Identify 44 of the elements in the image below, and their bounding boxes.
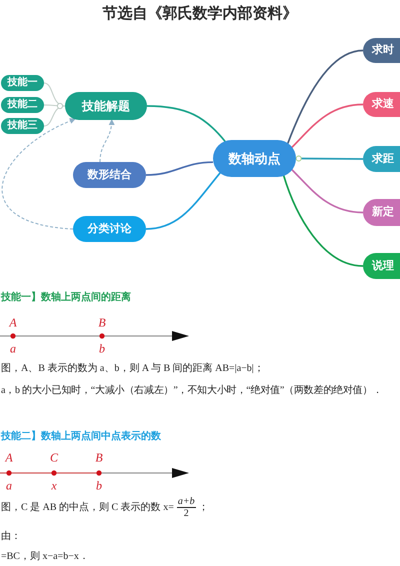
section-heading: 技能二】数轴上两点间中点表示的数 <box>1 431 161 443</box>
punctuation-mark: ； <box>198 502 209 514</box>
page-title: 节选自《郭氏数学内部资料》 <box>102 5 298 23</box>
topic-node: 数形结合 <box>73 162 146 188</box>
central-topic-node: 数轴动点 <box>213 140 296 177</box>
explanation-text: 图，A、B 表示的数为 a、b，则 A 与 B 间的距离 AB=|a−b|； <box>1 363 264 375</box>
point-label: B <box>95 452 103 464</box>
subtopic-node: 技能二 <box>1 97 44 113</box>
explanation-text: =BC，则 x−a=b−x． <box>1 551 89 563</box>
dashed-arrow <box>2 118 76 230</box>
topic-node: 技能解题 <box>65 92 147 120</box>
branch-line <box>282 174 364 267</box>
topic-node: 求时 <box>363 38 400 63</box>
coordinate-label: a <box>10 342 16 356</box>
explanation-text: 由： <box>1 531 21 543</box>
explanation-text: 图，C 是 AB 的中点，则 C 表示的数 x= <box>1 502 174 514</box>
branch-line <box>291 104 364 148</box>
point-label: B <box>98 316 106 330</box>
point-label: A <box>5 452 13 464</box>
branch-line <box>301 158 363 160</box>
branch-line <box>291 169 364 214</box>
topic-node: 新定 <box>363 199 400 226</box>
topic-node: 求距 <box>363 146 400 172</box>
branch-line <box>44 106 66 126</box>
fraction-numerator: a+b <box>176 496 196 508</box>
coordinate-label: b <box>99 342 105 356</box>
subtopic-node: 技能一 <box>1 75 44 91</box>
fraction-denominator: 2 <box>184 508 189 519</box>
branch-line <box>146 105 226 142</box>
point-label: A <box>9 316 17 330</box>
dashed-arrow <box>100 119 114 162</box>
topic-node: 说理 <box>363 253 400 279</box>
point-label: C <box>50 452 58 464</box>
section-heading: 技能一】数轴上两点间的距离 <box>1 292 131 304</box>
branch-line <box>146 161 214 176</box>
topic-node: 分类讨论 <box>73 216 146 242</box>
branch-line <box>146 170 222 230</box>
coordinate-label: b <box>96 480 102 492</box>
branch-line <box>286 50 364 144</box>
coordinate-label: a <box>6 480 12 492</box>
coordinate-label: x <box>51 480 57 492</box>
topic-node: 求速 <box>363 92 400 117</box>
subtopic-node: 技能三 <box>1 118 44 134</box>
explanation-text: a，b 的大小已知时，“大减小（右减左）”，不知大小时，“绝对值”（两数差的绝对值）． <box>1 385 382 397</box>
